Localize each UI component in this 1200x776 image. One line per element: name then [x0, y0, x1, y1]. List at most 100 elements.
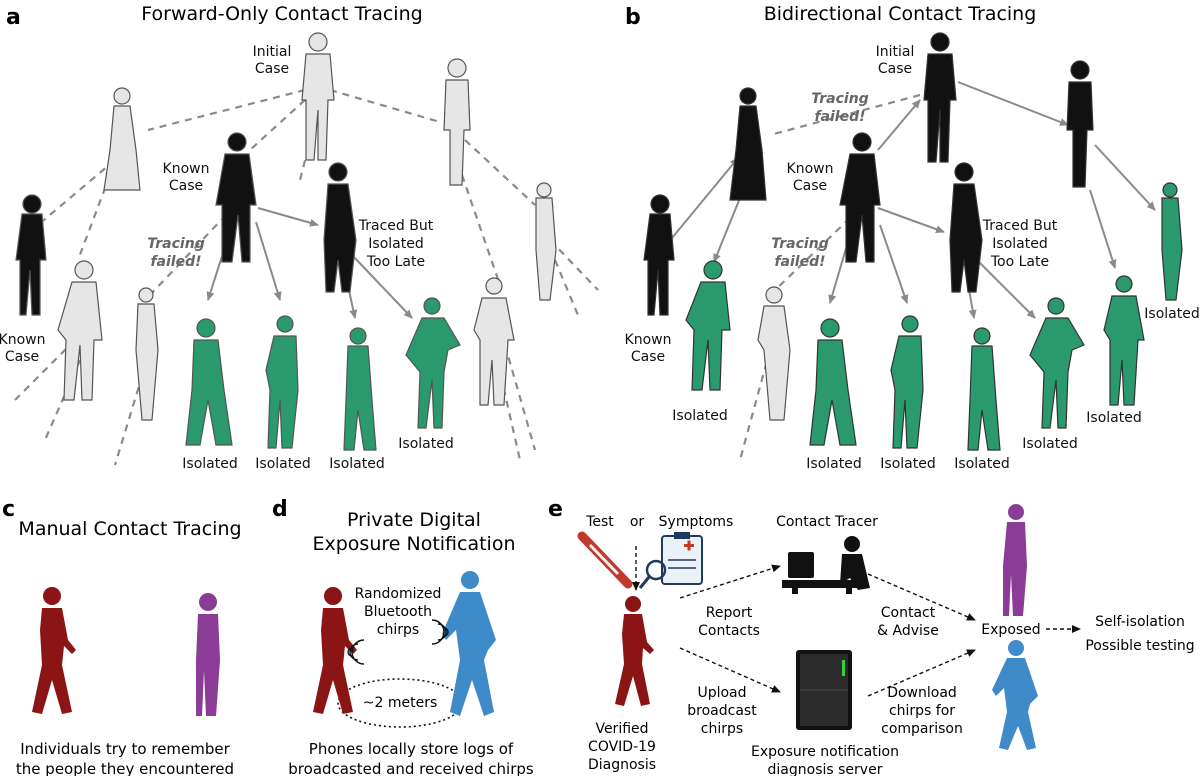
bluetooth-waves-left-icon: [347, 639, 365, 665]
panel-a: a Forward-Only Contact Tracing: [0, 3, 599, 472]
label-contact-advise: Contact& Advise: [877, 605, 939, 639]
label-isolated-1-a: Isolated: [182, 456, 237, 472]
panel-e-letter: e: [548, 497, 563, 522]
label-test: Test: [585, 514, 614, 530]
panel-a-title: Forward-Only Contact Tracing: [141, 3, 422, 25]
person-isolated-4-b: [1029, 297, 1085, 429]
label-contact-tracer: Contact Tracer: [776, 514, 878, 530]
person-red-walking-d: [313, 587, 357, 714]
panel-a-letter: a: [6, 5, 21, 30]
label-isolated-3-a: Isolated: [329, 456, 384, 472]
test-swab-icon: [577, 531, 633, 589]
person-right-top-b: [1066, 60, 1094, 188]
label-symptoms: Symptoms: [659, 514, 734, 530]
panel-c: c Manual Contact Tracing Individuals try…: [2, 497, 242, 776]
label-isolated-far-right-b: Isolated: [1144, 306, 1199, 322]
label-isolated-3-b: Isolated: [954, 456, 1009, 472]
person-initial-case-a: [301, 32, 335, 161]
person-gray-right-mid-a: [473, 277, 515, 406]
contact-tracer-icon: [782, 536, 870, 594]
panel-b-arrows: [671, 81, 1156, 319]
person-initial-case-b: [923, 32, 957, 163]
bluetooth-waves-right-icon: [431, 619, 449, 645]
person-red-verified-e: [615, 596, 654, 706]
panel-d-letter: d: [272, 497, 288, 522]
person-gray-small-a: [135, 287, 159, 421]
person-known-case-center-b: [839, 132, 881, 263]
server-icon: [796, 650, 852, 730]
person-isolated-2-b: [890, 315, 924, 449]
person-red-walking-c: [32, 587, 76, 714]
label-isolated-right-mid-b: Isolated: [1086, 410, 1141, 426]
person-gray-mid-left-a: [57, 260, 103, 401]
panel-b: b Bidirectional Contact Tracing: [625, 3, 1200, 472]
label-isolated-2-b: Isolated: [880, 456, 935, 472]
person-known-case-left-b: [643, 194, 675, 316]
label-distance: ~2 meters: [363, 695, 438, 711]
arrow-upload: [679, 647, 781, 693]
arrow-download: [867, 649, 976, 697]
panel-b-letter: b: [625, 5, 641, 30]
label-or: or: [630, 514, 645, 530]
person-purple-phone-c: [196, 593, 220, 716]
person-traced-late-a: [323, 162, 357, 293]
person-traced-late-b: [949, 162, 983, 293]
person-gray-right-a: [443, 58, 471, 186]
label-isolated-left-b: Isolated: [672, 408, 727, 424]
label-isolated-4-a: Isolated: [398, 436, 453, 452]
label-isolated-1-b: Isolated: [806, 456, 861, 472]
panel-b-title: Bidirectional Contact Tracing: [764, 3, 1037, 25]
person-isolated-2-a: [265, 315, 299, 449]
person-isolated-3-b: [967, 327, 1001, 451]
panel-b-figures: [643, 32, 1183, 451]
label-exposed: Exposed: [981, 622, 1040, 638]
panel-a-figures: [15, 32, 557, 451]
person-isolated-1-b: [809, 318, 857, 446]
panel-c-letter: c: [2, 497, 15, 522]
person-isolated-1-a: [185, 318, 233, 446]
panel-c-title: Manual Contact Tracing: [18, 518, 241, 540]
person-isolated-left-b: [685, 260, 731, 391]
person-purple-exposed-e: [1003, 504, 1027, 616]
person-isolated-far-right-b: [1161, 182, 1183, 301]
person-woman-left-b: [729, 87, 767, 201]
person-blue-exposed-e: [992, 640, 1038, 750]
label-isolated-2-a: Isolated: [255, 456, 310, 472]
person-known-case-center-a: [215, 132, 257, 263]
person-isolated-right-mid-b: [1103, 275, 1145, 406]
person-isolated-4-a: [405, 297, 461, 429]
arrow-contact-advise: [867, 573, 976, 621]
person-gray-woman-a: [103, 87, 141, 191]
clipboard-icon: [638, 532, 703, 589]
person-blue-walking-d: [442, 571, 496, 716]
person-isolated-3-a: [343, 327, 377, 451]
person-gray-far-right-a: [535, 182, 557, 301]
person-gray-mid-b: [757, 286, 791, 421]
